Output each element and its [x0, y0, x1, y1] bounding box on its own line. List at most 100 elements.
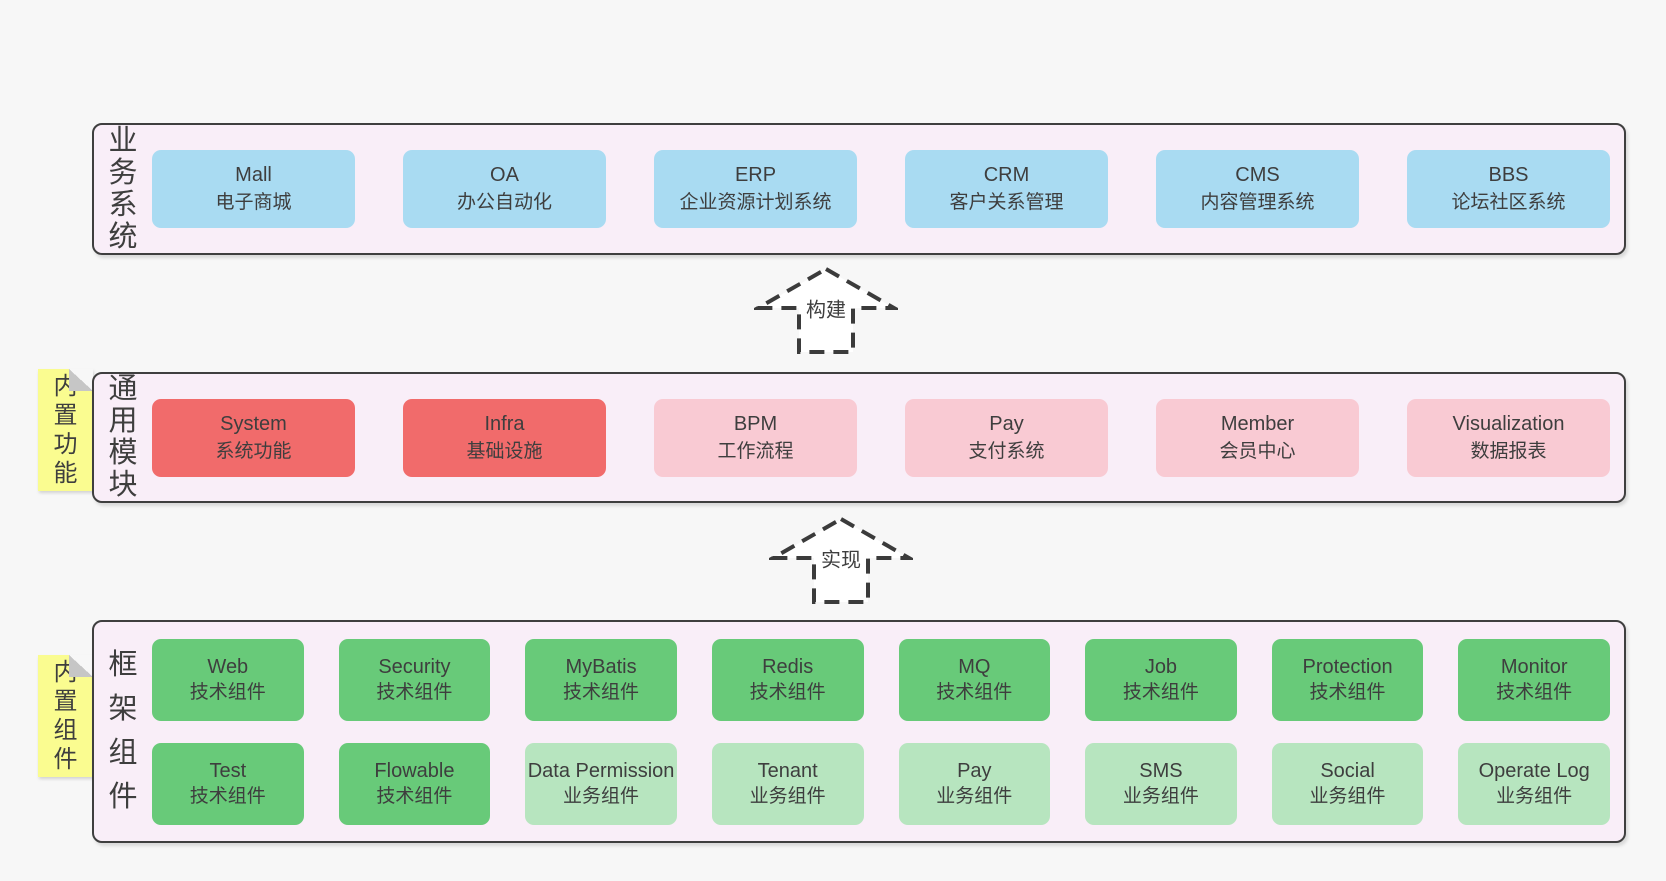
box-subtitle: 业务组件 — [1309, 785, 1386, 807]
box-title: CMS — [1235, 164, 1280, 186]
vertical-label-char: 件 — [108, 781, 138, 813]
box-subtitle: 技术组件 — [749, 681, 826, 703]
box-operate-log: Operate Log 业务组件 — [1458, 742, 1610, 825]
vertical-label-char: 模 — [108, 437, 138, 469]
box-subtitle: 办公自动化 — [456, 192, 552, 213]
arrow-label-implement: 实现 — [818, 543, 864, 573]
box-title: Redis — [762, 655, 814, 678]
box-title: Flowable — [374, 759, 455, 782]
vertical-label-char: 功 — [53, 430, 78, 458]
box-monitor: Monitor 技术组件 — [1458, 638, 1610, 721]
box-title: SMS — [1139, 759, 1183, 782]
box-subtitle: 技术组件 — [1122, 681, 1199, 703]
vertical-label-char: 置 — [53, 401, 78, 429]
box-title: Member — [1220, 412, 1295, 435]
box-infra: Infra 基础设施 — [403, 398, 606, 477]
box-subtitle: 业务组件 — [1122, 785, 1199, 807]
box-cms: CMS 内容管理系统 — [1156, 150, 1359, 228]
vertical-label-char: 件 — [53, 745, 78, 773]
box-title: Pay — [957, 759, 992, 782]
box-subtitle: 技术组件 — [1309, 681, 1386, 703]
vertical-label-char: 业 — [108, 124, 138, 157]
box-title: Protection — [1302, 655, 1393, 678]
box-erp: ERP 企业资源计划系统 — [654, 150, 857, 228]
box-subtitle: 业务组件 — [936, 785, 1013, 807]
box-subtitle: 技术组件 — [376, 681, 453, 703]
box-title: Test — [209, 759, 247, 782]
box-protection: Protection 技术组件 — [1271, 638, 1424, 721]
vertical-label-char: 用 — [108, 405, 138, 437]
box-subtitle: 系统功能 — [215, 440, 292, 462]
box-subtitle: 数据报表 — [1470, 440, 1547, 462]
arrow-label-build: 构建 — [803, 293, 849, 323]
box-title: Web — [207, 655, 249, 678]
box-redis: Redis 技术组件 — [711, 638, 864, 721]
box-subtitle: 业务组件 — [749, 785, 826, 807]
box-subtitle: 支付系统 — [968, 440, 1045, 462]
sticky-note-built-in-components: 内置组件 — [38, 655, 93, 777]
box-subtitle: 会员中心 — [1219, 440, 1296, 462]
box-title: Social — [1320, 759, 1375, 782]
folded-corner — [69, 369, 93, 391]
box-subtitle: 业务组件 — [563, 785, 640, 807]
box-title: Operate Log — [1478, 759, 1590, 782]
box-title: MyBatis — [565, 655, 637, 678]
box-subtitle: 工作流程 — [717, 440, 794, 462]
box-title: Infra — [484, 412, 525, 435]
box-title: BPM — [733, 412, 778, 435]
box-title: CRM — [983, 164, 1030, 186]
box-title: BBS — [1488, 164, 1529, 186]
box-subtitle: 技术组件 — [189, 681, 266, 703]
box-subtitle: 电子商城 — [215, 192, 292, 213]
box-title: MQ — [958, 655, 991, 678]
box-title: Pay — [989, 412, 1024, 435]
vertical-label-char: 通 — [108, 373, 138, 405]
up-arrow-build: 构建 — [754, 266, 898, 356]
up-arrow-implement: 实现 — [769, 516, 913, 606]
box-subtitle: 技术组件 — [376, 785, 453, 807]
box-subtitle: 企业资源计划系统 — [679, 192, 832, 213]
folded-corner — [69, 655, 93, 677]
sticky-note-built-in-features: 内置功能 — [38, 369, 93, 491]
box-title: Data Permission — [527, 759, 675, 782]
box-title: Tenant — [757, 759, 818, 782]
box-data-permission: Data Permission 业务组件 — [525, 742, 677, 825]
box-title: ERP — [734, 164, 777, 186]
vertical-label-char: 架 — [108, 693, 138, 725]
panel-label-common-modules: 通用模块 — [94, 374, 152, 501]
vertical-label-char: 置 — [53, 687, 78, 715]
box-title: Security — [378, 655, 451, 678]
box-sms: SMS 业务组件 — [1085, 742, 1237, 825]
box-title: Monitor — [1500, 655, 1568, 678]
box-subtitle: 论坛社区系统 — [1451, 192, 1566, 213]
box-bpm: BPM 工作流程 — [654, 398, 857, 477]
box-subtitle: 技术组件 — [936, 681, 1013, 703]
box-test: Test 技术组件 — [152, 742, 304, 825]
vertical-label-char: 组 — [108, 737, 138, 769]
box-subtitle: 内容管理系统 — [1200, 192, 1315, 213]
box-subtitle: 基础设施 — [466, 440, 543, 462]
box-subtitle: 技术组件 — [189, 785, 266, 807]
box-subtitle: 客户关系管理 — [949, 192, 1064, 213]
vertical-label-char: 务 — [108, 156, 138, 189]
box-flowable: Flowable 技术组件 — [338, 742, 491, 825]
box-social: Social 业务组件 — [1271, 742, 1424, 825]
box-tenant: Tenant 业务组件 — [711, 742, 864, 825]
box-subtitle: 技术组件 — [1496, 681, 1573, 703]
vertical-label-char: 能 — [53, 459, 78, 487]
box-subtitle: 业务组件 — [1496, 785, 1573, 807]
vertical-label-char: 块 — [108, 469, 138, 501]
panel-label-business-systems: 业务系统 — [94, 125, 152, 253]
